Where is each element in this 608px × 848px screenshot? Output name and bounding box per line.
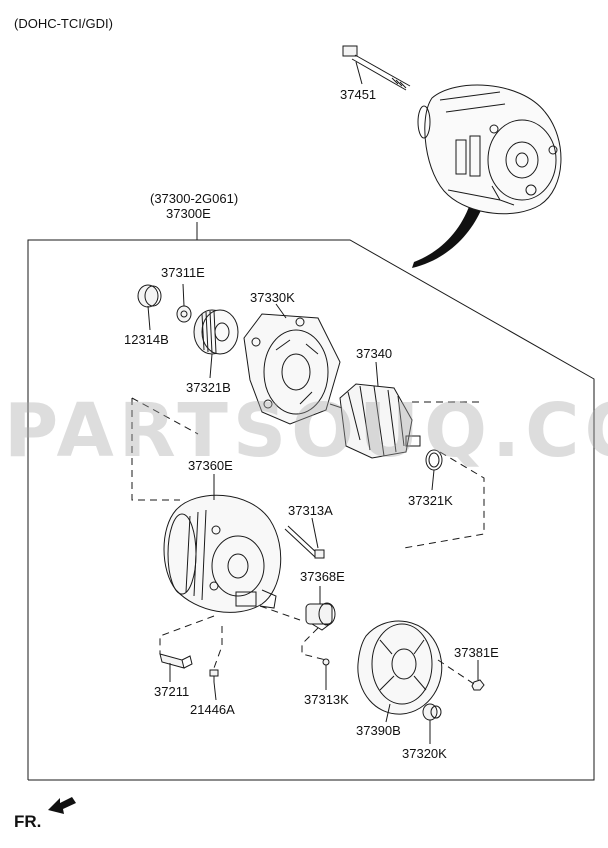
screw-37313K-drawing bbox=[322, 658, 330, 672]
brush-holder-37368E-drawing bbox=[305, 602, 336, 631]
part-label-37321K[interactable]: 37321K bbox=[408, 493, 453, 508]
assembly-ref[interactable]: 37300E bbox=[166, 206, 211, 221]
assembly-part-number: (37300-2G061) bbox=[150, 191, 239, 206]
part-label-37313A[interactable]: 37313A bbox=[288, 503, 333, 518]
part-label-37340[interactable]: 37340 bbox=[356, 346, 393, 361]
part-label-21446A[interactable]: 21446A bbox=[190, 702, 235, 717]
leader-37330K bbox=[275, 303, 287, 319]
leader-37321B bbox=[209, 353, 213, 379]
part-label-37360E[interactable]: 37360E bbox=[188, 458, 233, 473]
rear-cover-37390B-drawing bbox=[357, 620, 443, 715]
leader-21446A bbox=[213, 681, 217, 701]
front-orientation-label: FR. bbox=[14, 812, 42, 831]
leader-37321K bbox=[431, 469, 435, 491]
pulley-37321B-drawing bbox=[193, 309, 239, 355]
part-label-37211[interactable]: 37211 bbox=[154, 684, 190, 699]
leader-37451 bbox=[355, 61, 363, 85]
leader-37390B bbox=[385, 703, 391, 723]
bush-37320K-drawing bbox=[422, 703, 442, 721]
assembled-alternator-drawing bbox=[417, 84, 562, 215]
cap-37311E-drawing bbox=[137, 284, 162, 308]
part-label-37320K[interactable]: 37320K bbox=[402, 746, 447, 761]
part-label-37313K[interactable]: 37313K bbox=[304, 692, 349, 707]
assembly-boundary bbox=[27, 239, 595, 781]
front-housing-37330K-drawing bbox=[243, 313, 341, 425]
through-bolt-drawing bbox=[342, 45, 411, 91]
nut-37311E-drawing bbox=[176, 305, 192, 323]
leader-37311E bbox=[182, 283, 185, 307]
engine-code-label: (DOHC-TCI/GDI) bbox=[14, 16, 113, 31]
leader-12314B bbox=[147, 305, 151, 331]
part-label-37451[interactable]: 37451 bbox=[340, 87, 377, 102]
leader-37313A bbox=[311, 517, 319, 549]
front-arrow-icon bbox=[48, 797, 76, 814]
rear-housing-37360E-drawing bbox=[163, 494, 282, 613]
part-label-37321B[interactable]: 37321B bbox=[186, 380, 231, 395]
part-label-37368E[interactable]: 37368E bbox=[300, 569, 345, 584]
nut-37381E-drawing bbox=[471, 679, 485, 691]
bolt-37313A-drawing bbox=[284, 525, 325, 559]
terminal-37211-drawing bbox=[159, 653, 193, 669]
part-label-37330K[interactable]: 37330K bbox=[250, 290, 295, 305]
part-label-37390B[interactable]: 37390B bbox=[356, 723, 401, 738]
leader-37340 bbox=[375, 361, 379, 387]
bolt-21446A-drawing bbox=[209, 669, 219, 682]
part-label-37381E[interactable]: 37381E bbox=[454, 645, 499, 660]
part-label-12314B[interactable]: 12314B bbox=[124, 332, 169, 347]
pointer-arrow-icon bbox=[412, 204, 482, 268]
dashed-assembly-lines bbox=[131, 397, 485, 685]
bearing-37321K-drawing bbox=[425, 449, 443, 471]
rotor-37340-drawing bbox=[329, 383, 421, 459]
part-label-37311E[interactable]: 37311E bbox=[161, 265, 205, 280]
